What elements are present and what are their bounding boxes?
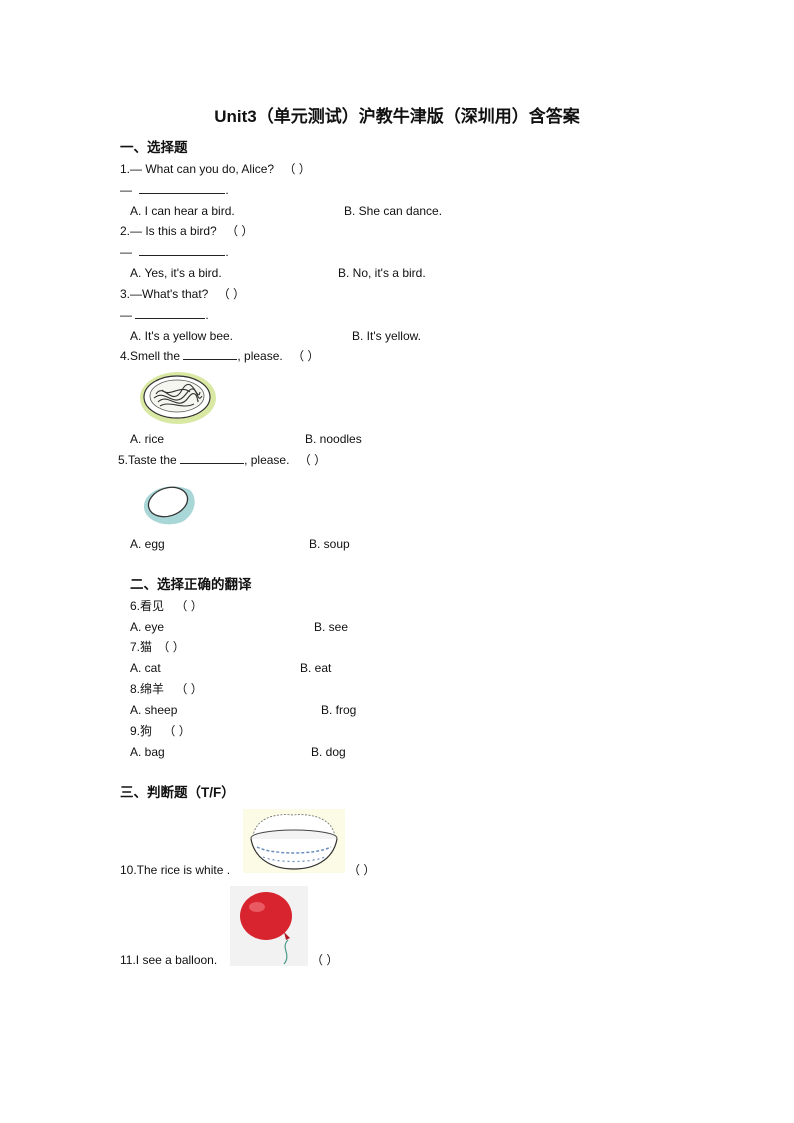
question-2-text: 2.— Is this a bird? (120, 224, 217, 238)
question-6-option-a[interactable]: A. eye (130, 620, 165, 634)
question-11-stem: 11.I see a balloon. (120, 953, 218, 967)
question-2-option-b[interactable]: B. No, it's a bird. (338, 266, 426, 280)
question-7-answer-paren[interactable]: （ ） (157, 640, 185, 654)
question-9-option-b[interactable]: B. dog (311, 745, 346, 759)
question-7-option-b[interactable]: B. eat (300, 661, 332, 675)
question-8-option-b[interactable]: B. frog (321, 703, 357, 717)
question-9-stem: 9.狗 （ ） (130, 723, 191, 739)
answer-dash: — (120, 308, 132, 322)
question-3-blank[interactable] (135, 307, 206, 319)
question-9-option-a[interactable]: A. bag (130, 745, 165, 759)
question-4-text-pre: 4.Smell the (120, 349, 181, 363)
question-5-text-post: , please. (244, 453, 290, 467)
section-3-heading: 三、判断题（T/F） (120, 785, 235, 800)
question-8-stem: 8.绵羊 （ ） (130, 681, 203, 697)
answer-dash: — (120, 245, 132, 259)
question-1-option-b[interactable]: B. She can dance. (344, 204, 443, 218)
blank-end: . (225, 245, 229, 259)
question-9-text: 9.狗 (130, 724, 153, 738)
question-4-option-a[interactable]: A. rice (130, 432, 165, 446)
egg-icon (143, 486, 195, 525)
question-10-stem: 10.The rice is white . (120, 863, 231, 877)
question-5-blank[interactable] (180, 452, 245, 464)
section-2-heading: 二、选择正确的翻译 (130, 577, 252, 592)
question-3-answer-line: — . (120, 307, 209, 323)
question-11-answer-paren[interactable]: （ ） (311, 953, 339, 967)
question-4-blank[interactable] (183, 348, 238, 360)
question-6-text: 6.看见 (130, 599, 165, 613)
question-10-answer-paren[interactable]: （ ） (348, 863, 376, 877)
question-3-answer-paren[interactable]: （ ） (217, 287, 246, 301)
question-4-option-b[interactable]: B. noodles (305, 432, 362, 446)
question-3-text: 3.—What's that? (120, 287, 209, 301)
blank-end: . (225, 183, 229, 197)
question-7-text: 7.猫 (130, 640, 153, 654)
question-1-stem: 1.— What can you do, Alice? （ ） (120, 161, 311, 177)
question-8-option-a[interactable]: A. sheep (130, 703, 178, 717)
question-3-option-a[interactable]: A. It's a yellow bee. (130, 329, 234, 343)
question-6-stem: 6.看见 （ ） (130, 598, 203, 614)
question-7-option-a[interactable]: A. cat (130, 661, 161, 675)
question-1-answer-line: — . (120, 182, 229, 198)
noodles-plate-icon (140, 372, 216, 424)
question-2-blank[interactable] (139, 244, 226, 256)
question-8-text: 8.绵羊 (130, 682, 165, 696)
answer-dash: — (120, 183, 132, 197)
question-2-stem: 2.— Is this a bird? （ ） (120, 223, 253, 239)
question-7-stem: 7.猫 （ ） (130, 639, 185, 655)
question-1-answer-paren[interactable]: （ ） (283, 162, 311, 176)
section-1-heading: 一、选择题 (120, 140, 188, 155)
question-8-answer-paren[interactable]: （ ） (175, 682, 203, 696)
page-title: Unit3（单元测试）沪教牛津版（深圳用）含答案 (214, 107, 580, 126)
question-9-answer-paren[interactable]: （ ） (163, 724, 191, 738)
red-balloon-icon (230, 886, 308, 966)
question-5-stem: 5.Taste the , please. （ ） (118, 452, 326, 468)
question-5-answer-paren[interactable]: （ ） (298, 453, 327, 467)
blank-end: . (205, 308, 209, 322)
question-1-blank[interactable] (139, 182, 226, 194)
question-1-option-a[interactable]: A. I can hear a bird. (130, 204, 235, 218)
question-5-text-pre: 5.Taste the (118, 453, 177, 467)
question-3-stem: 3.—What's that? （ ） (120, 286, 245, 302)
question-5-option-a[interactable]: A. egg (130, 537, 165, 551)
question-4-answer-paren[interactable]: （ ） (292, 349, 320, 363)
rice-bowl-icon (243, 809, 345, 873)
question-4-text-post: , please. (237, 349, 283, 363)
question-4-stem: 4.Smell the , please. （ ） (120, 348, 319, 364)
question-2-answer-paren[interactable]: （ ） (226, 224, 254, 238)
question-1-text: 1.— What can you do, Alice? (120, 162, 275, 176)
question-3-option-b[interactable]: B. It's yellow. (352, 329, 421, 343)
question-6-answer-paren[interactable]: （ ） (175, 599, 203, 613)
question-6-option-b[interactable]: B. see (314, 620, 349, 634)
question-2-option-a[interactable]: A. Yes, it's a bird. (130, 266, 222, 280)
question-5-option-b[interactable]: B. soup (309, 537, 350, 551)
question-2-answer-line: — . (120, 244, 229, 260)
